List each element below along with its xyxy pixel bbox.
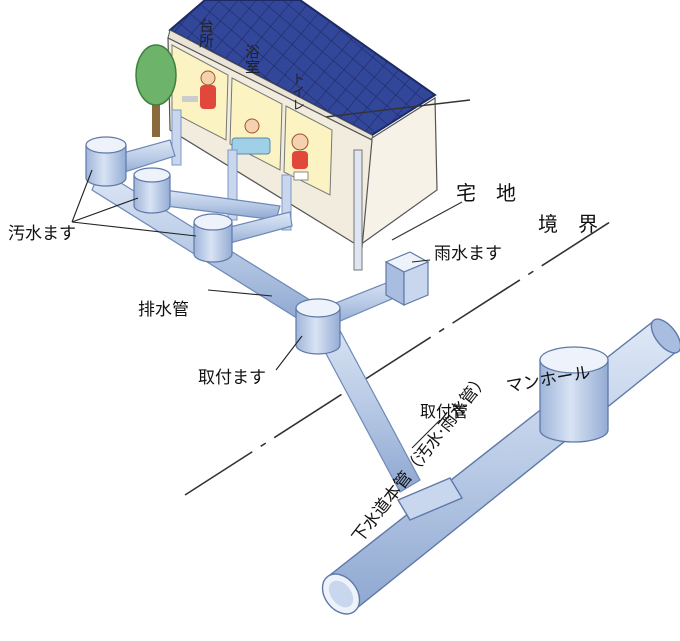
label-boundary: 境 界 xyxy=(538,212,598,236)
label-toilet: トイレ xyxy=(289,72,304,111)
label-residential-land: 宅 地 xyxy=(456,181,516,205)
connection-basin xyxy=(295,298,341,355)
label-rain-basin: 雨水ます xyxy=(434,244,502,264)
manhole xyxy=(539,346,609,443)
label-connection-basin: 取付ます xyxy=(198,368,266,388)
leader-lines xyxy=(71,169,441,449)
boundary-line xyxy=(184,221,611,496)
lot-edge-line xyxy=(391,201,463,241)
tree xyxy=(135,44,177,137)
label-sewage-basin: 汚水ます xyxy=(8,224,76,244)
people xyxy=(182,70,309,181)
sewage-basins xyxy=(85,136,233,263)
label-kitchen: 台所 xyxy=(197,18,215,48)
rain-basin xyxy=(384,251,430,307)
vertical-drains xyxy=(171,109,292,231)
main-sewer-pipe xyxy=(321,318,680,615)
house-roof xyxy=(167,0,437,144)
label-connection-pipe: 取付管 xyxy=(420,402,469,421)
label-bath: 浴室 xyxy=(243,44,261,74)
label-drain-pipe: 排水管 xyxy=(138,300,189,320)
